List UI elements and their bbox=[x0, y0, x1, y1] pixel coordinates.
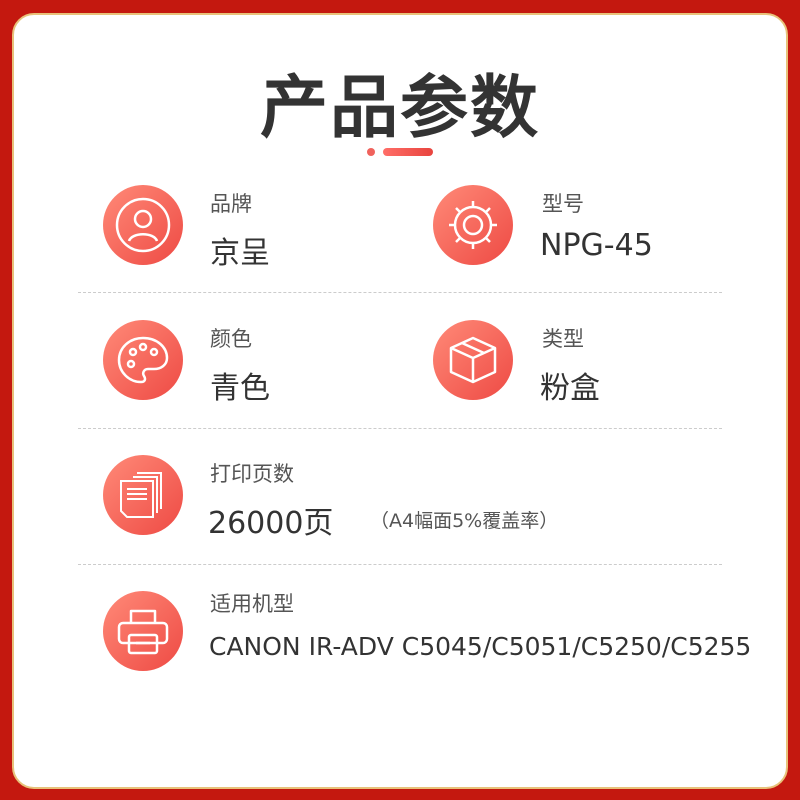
title-decoration-dot bbox=[367, 148, 375, 156]
pages-note: （A4幅面5%覆盖率） bbox=[370, 510, 559, 532]
palette-icon bbox=[103, 320, 183, 400]
pages-value: 26000页 bbox=[208, 506, 334, 541]
box-icon bbox=[433, 320, 513, 400]
divider bbox=[78, 564, 722, 565]
compatible-value: CANON IR-ADV C5045/C5051/C5250/C5255 bbox=[209, 632, 752, 661]
printer-icon bbox=[103, 591, 183, 671]
compatible-label: 适用机型 bbox=[210, 592, 294, 616]
page-title: 产品参数 bbox=[259, 69, 540, 148]
brand-label: 品牌 bbox=[210, 192, 252, 216]
pages-label: 打印页数 bbox=[210, 462, 294, 486]
title-decoration-bar bbox=[383, 148, 433, 156]
model-label: 型号 bbox=[542, 192, 584, 216]
color-label: 颜色 bbox=[210, 327, 252, 351]
gear-icon bbox=[433, 185, 513, 265]
color-value: 青色 bbox=[210, 371, 270, 406]
model-value: NPG-45 bbox=[540, 228, 653, 263]
brand-value: 京呈 bbox=[210, 236, 270, 271]
divider bbox=[78, 292, 722, 293]
pages-icon bbox=[103, 455, 183, 535]
user-icon bbox=[103, 185, 183, 265]
divider bbox=[78, 428, 722, 429]
type-label: 类型 bbox=[542, 327, 584, 351]
type-value: 粉盒 bbox=[540, 371, 600, 406]
